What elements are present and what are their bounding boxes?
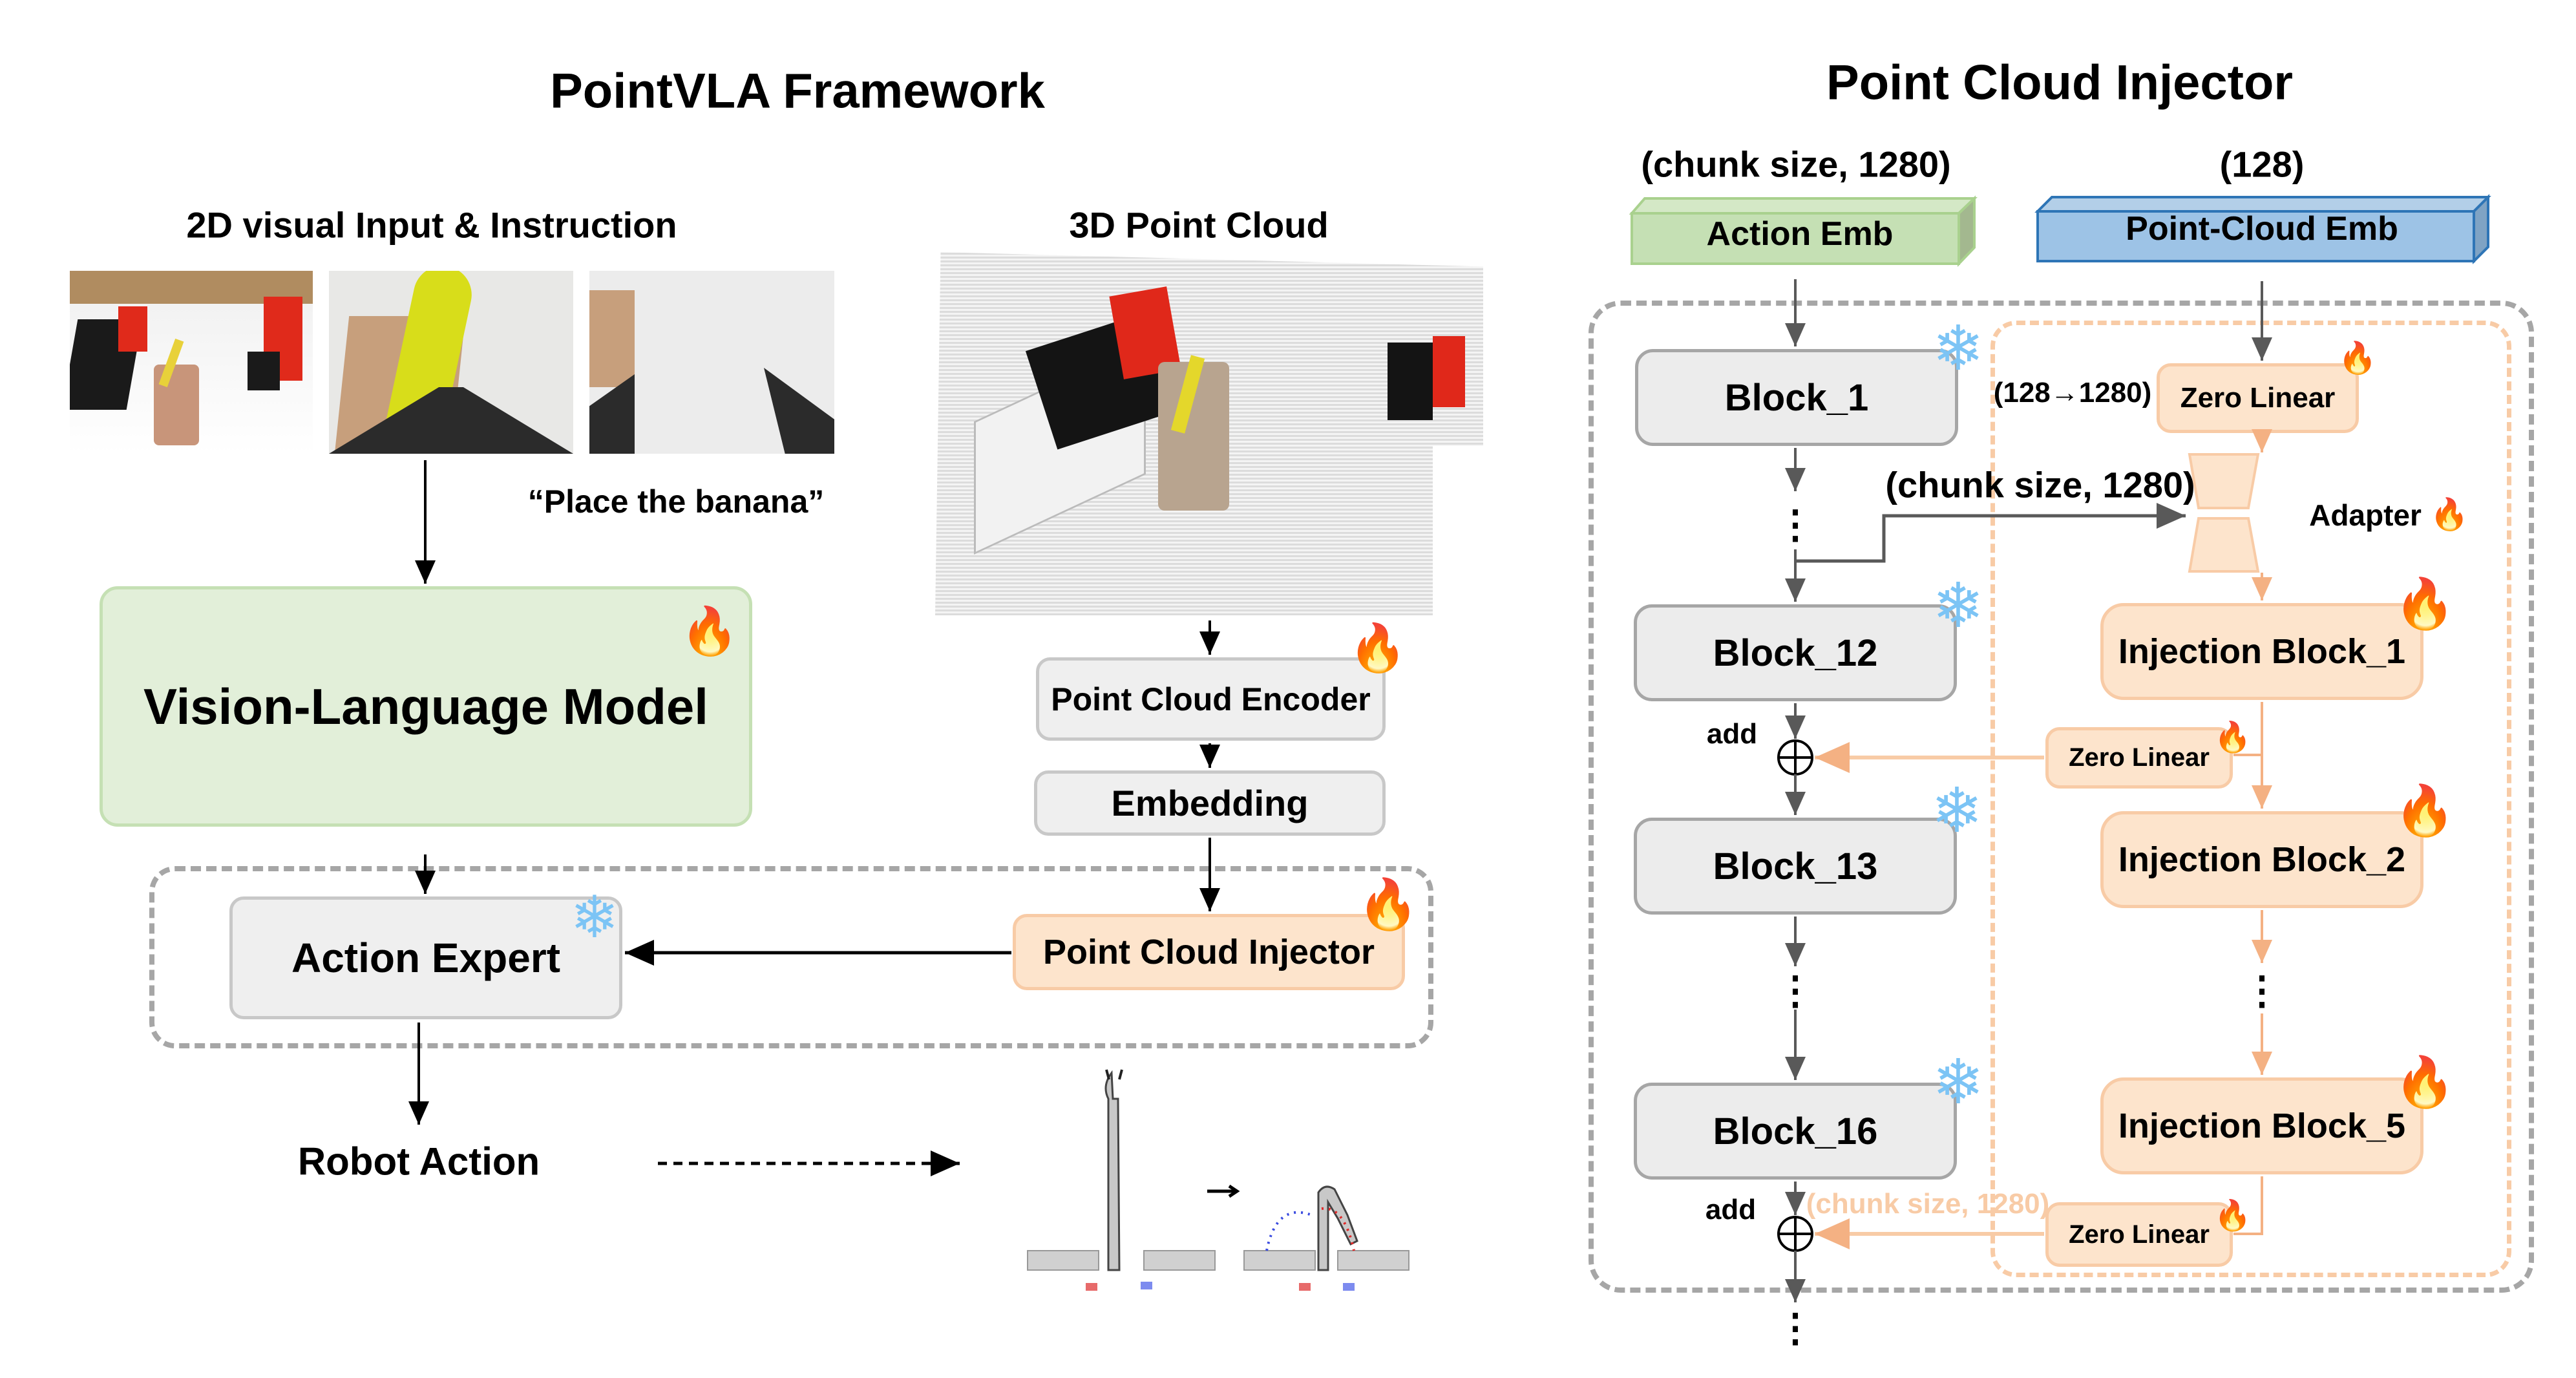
- ellipsis: ⋮: [1776, 969, 1815, 1012]
- action-emb-label: Action Emb: [1706, 215, 1894, 253]
- ellipsis: ⋮: [1776, 503, 1815, 546]
- robot-arm-before: [1027, 1069, 1216, 1291]
- injector-title: Point Cloud Injector: [1826, 55, 2293, 111]
- encoder-label: Point Cloud Encoder: [1051, 681, 1371, 717]
- ellipsis: ⋮: [1776, 1306, 1815, 1350]
- point-cloud-injector-box[interactable]: Point Cloud Injector: [1013, 914, 1405, 990]
- framework-title: PointVLA Framework: [550, 63, 1045, 119]
- snowflake-icon: ❄: [1930, 776, 1983, 845]
- pc-emb-dim: (128): [2219, 143, 2305, 185]
- fire-icon: 🔥: [2394, 577, 2456, 631]
- injection-dashed-frame: [1990, 321, 2511, 1277]
- action-expert-box: Action Expert: [229, 896, 622, 1019]
- fire-icon: 🔥: [2338, 341, 2377, 376]
- robot-arm-after: [1243, 1185, 1409, 1291]
- add-label: add: [1705, 1194, 1757, 1225]
- snowflake-icon: ❄: [1932, 314, 1985, 383]
- zero-linear-top[interactable]: Zero Linear: [2157, 363, 2359, 433]
- robot-action-label: Robot Action: [297, 1140, 540, 1183]
- add-label: add: [1706, 718, 1758, 750]
- injector-label: Point Cloud Injector: [1043, 933, 1375, 971]
- embedding-label: Embedding: [1111, 783, 1309, 823]
- snowflake-icon: ❄: [1932, 1048, 1985, 1117]
- fire-icon: 🔥: [681, 606, 739, 657]
- vision-language-model-box: Vision-Language Model: [100, 586, 752, 827]
- camera-view-overview: [70, 271, 313, 454]
- fire-icon: 🔥: [2394, 783, 2456, 838]
- adapter-label: Adapter: [2309, 498, 2422, 532]
- zero-linear-bottom[interactable]: Zero Linear: [2045, 1202, 2233, 1267]
- action-emb-dim: (chunk size, 1280): [1641, 143, 1951, 185]
- zero-linear-mid[interactable]: Zero Linear: [2045, 727, 2233, 789]
- adapter-input-dim: (chunk size, 1280): [1885, 464, 2195, 505]
- faded-dim-label: (chunk size, 1280): [1806, 1188, 2050, 1220]
- vlm-label: Vision-Language Model: [143, 677, 708, 735]
- ellipsis: ⋮: [2243, 969, 2281, 1012]
- action-group-dashed-frame: [149, 866, 1433, 1048]
- injection-block-5[interactable]: Injection Block_5: [2100, 1077, 2423, 1174]
- fire-icon: 🔥: [2394, 1055, 2456, 1110]
- block-12[interactable]: Block_12: [1634, 604, 1957, 701]
- block-1[interactable]: Block_1: [1635, 349, 1958, 446]
- camera-view-wrist-left: [329, 271, 573, 454]
- injection-block-1[interactable]: Injection Block_1: [2100, 603, 2423, 700]
- injection-block-2[interactable]: Injection Block_2: [2100, 811, 2423, 908]
- fire-icon: 🔥: [2214, 1198, 2252, 1232]
- action-expert-label: Action Expert: [291, 935, 561, 981]
- pc-emb-label: Point-Cloud Emb: [2126, 210, 2398, 248]
- fire-icon: 🔥: [1357, 877, 1419, 932]
- snowflake-icon: ❄: [570, 885, 619, 950]
- fire-icon: 🔥: [2214, 720, 2252, 754]
- input-2d-heading: 2D visual Input & Instruction: [186, 204, 677, 246]
- fire-icon: 🔥: [2430, 498, 2469, 532]
- fire-icon: 🔥: [1349, 622, 1407, 674]
- input-3d-heading: 3D Point Cloud: [1069, 204, 1329, 246]
- camera-view-wrist-right: [589, 271, 834, 454]
- snowflake-icon: ❄: [1932, 571, 1985, 641]
- block-16[interactable]: Block_16: [1634, 1083, 1957, 1180]
- transformer-dashed-frame: [1589, 301, 2534, 1293]
- embedding-box: Embedding: [1034, 770, 1386, 836]
- instruction-text: “Place the banana”: [527, 483, 825, 520]
- zero-linear-dim: (128→1280): [1993, 377, 2152, 408]
- block-13[interactable]: Block_13: [1634, 818, 1957, 915]
- point-cloud-encoder-box: Point Cloud Encoder: [1036, 657, 1386, 741]
- point-cloud-image: [935, 252, 1483, 615]
